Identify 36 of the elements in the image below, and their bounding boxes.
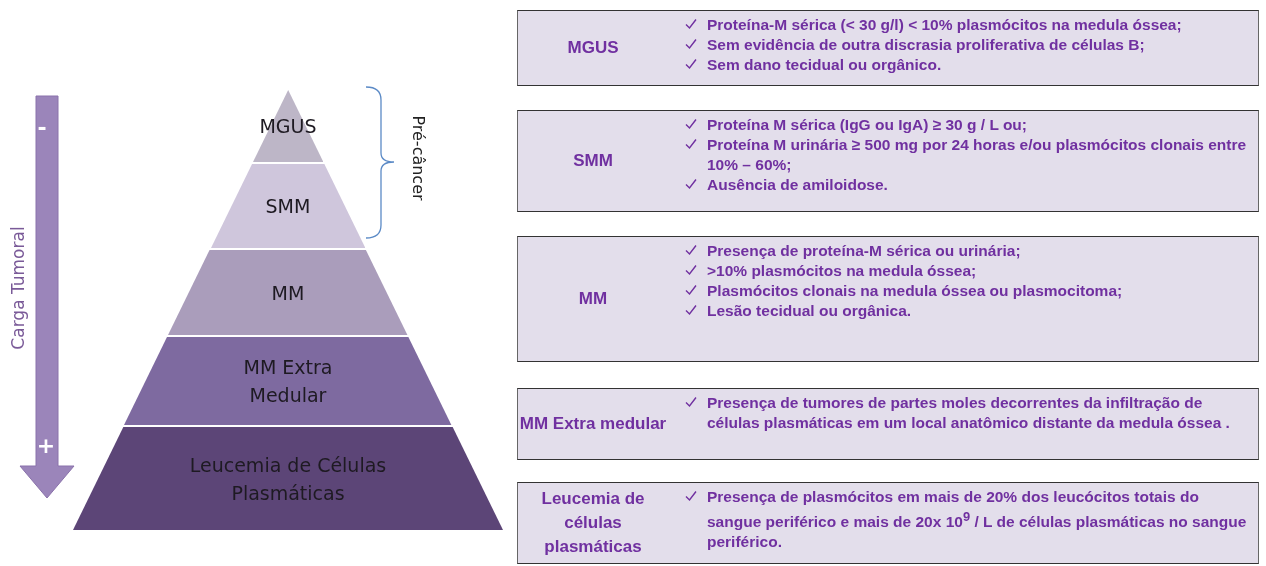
criteria-text: Plasmócitos clonais na medula óssea ou plasmocitoma; xyxy=(707,282,1123,299)
criteria-text: Sem dano tecidual ou orgânico. xyxy=(707,56,942,73)
criteria-text: Ausência de amiloidose. xyxy=(707,176,888,193)
criteria-text: Presença de plasmócitos em mais de 20% dos leucócitos totais do sangue periférico e mais de 20x 10$^{9}$ / L de células plasmáticas no sangue periférico. xyxy=(707,488,1247,551)
pyramid-layer xyxy=(124,337,452,425)
pyramid-layer xyxy=(252,90,324,162)
layer-label: MM Extra Medular xyxy=(242,355,334,408)
criteria-text: Proteína M urinária ≥ 500 mg por 24 horas e/ou plasmócitos clonais entre 10% – 60%; xyxy=(707,136,1247,173)
stage-heading: SMM xyxy=(572,150,614,172)
criteria-text: Lesão tecidual ou orgânica. xyxy=(707,302,912,319)
pyramid-layer xyxy=(168,250,408,335)
criteria-panel xyxy=(517,482,1259,564)
criteria-panel xyxy=(517,10,1259,86)
criteria-text: Proteína-M sérica (< 30 g/l) < 10% plasmócitos na medula óssea; xyxy=(707,16,1182,33)
criteria-panel xyxy=(517,110,1259,212)
layer-label: MM xyxy=(270,280,306,306)
stage-heading: MM xyxy=(577,288,609,310)
layer-label: SMM xyxy=(264,194,312,219)
layer-label: MGUS xyxy=(258,114,318,139)
criteria-text: Sem evidência de outra discrasia proliferativa de células B; xyxy=(707,36,1145,53)
pyramid-layer xyxy=(73,427,503,530)
plus-sign: + xyxy=(36,432,56,458)
pyramid-layer xyxy=(210,164,366,248)
criteria-panel xyxy=(517,388,1259,460)
axis-label: Carga Tumoral xyxy=(8,226,28,350)
stage-heading: MM Extra medular xyxy=(518,413,668,435)
criteria-text: >10% plasmócitos na medula óssea; xyxy=(707,262,977,279)
stage-heading: MGUS xyxy=(566,37,620,59)
bracket-label: Pré-câncer xyxy=(408,115,428,201)
layer-label: Leucemia de Células Plasmáticas xyxy=(188,452,388,506)
criteria-text: Presença de proteína-M sérica ou urinária; xyxy=(707,242,1021,259)
criteria-panel xyxy=(517,236,1259,362)
stage-heading: Leucemia de células plasmáticas xyxy=(540,488,646,558)
criteria-text: Presença de tumores de partes moles decorrentes da infiltração de células plasmáticas em um local anatômico distante da medula óssea . xyxy=(707,394,1230,431)
criteria-text: Proteína M sérica (IgG ou IgA) ≥ 30 g / L ou; xyxy=(707,116,1027,133)
minus-sign: - xyxy=(37,114,47,140)
